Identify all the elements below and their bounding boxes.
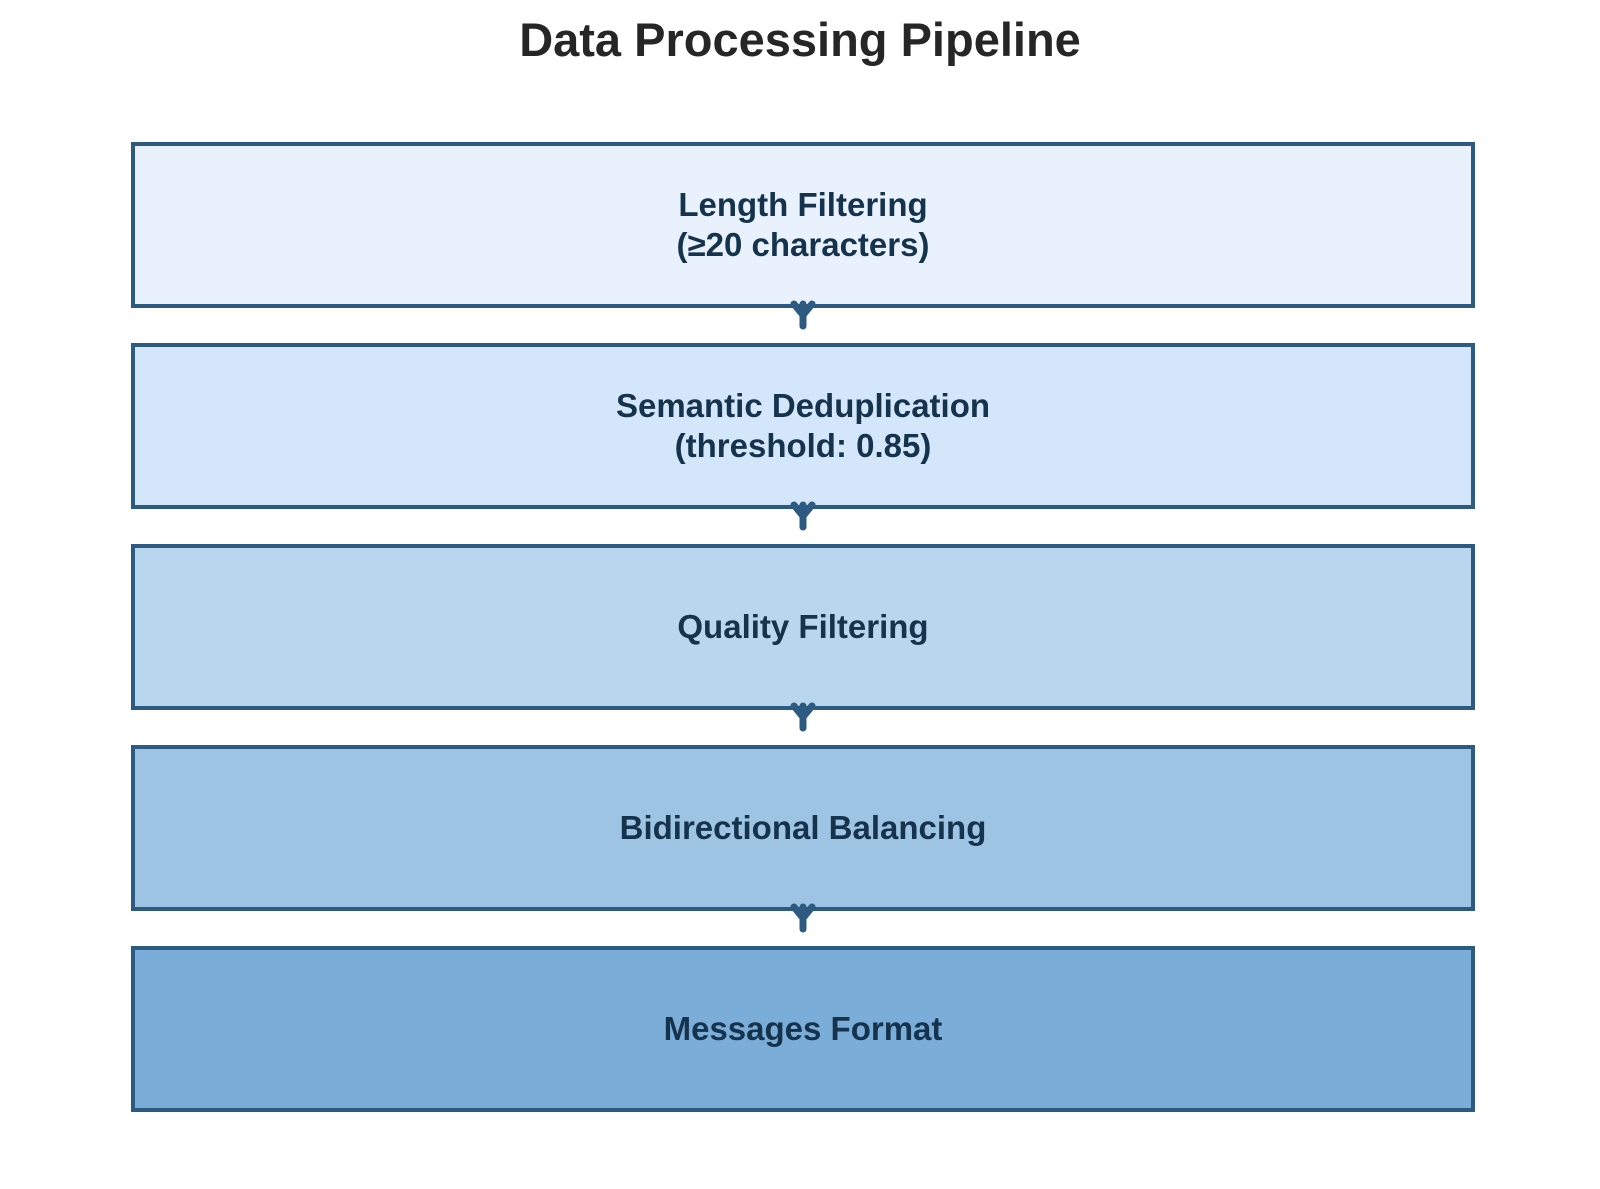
stage-label-line1: Length Filtering [678,186,928,223]
stage-bidirectional-balancing: Bidirectional Balancing [131,745,1475,911]
stage-label-line1: Messages Format [663,1010,943,1047]
stage-length-filtering: Length Filtering (≥20 characters) [131,142,1475,308]
stage-label-line2: (threshold: 0.85) [674,427,932,464]
page-title: Data Processing Pipeline [519,13,1081,66]
stage-label-line1: Semantic Deduplication [615,387,991,424]
stage-messages-format: Messages Format [131,946,1475,1112]
stage-semantic-deduplication: Semantic Deduplication (threshold: 0.85) [131,343,1475,509]
stage-label-line1: Quality Filtering [677,608,929,645]
stage-label-line2: (≥20 characters) [676,226,930,263]
stage-quality-filtering: Quality Filtering [131,544,1475,710]
stage-label-line1: Bidirectional Balancing [619,809,987,846]
